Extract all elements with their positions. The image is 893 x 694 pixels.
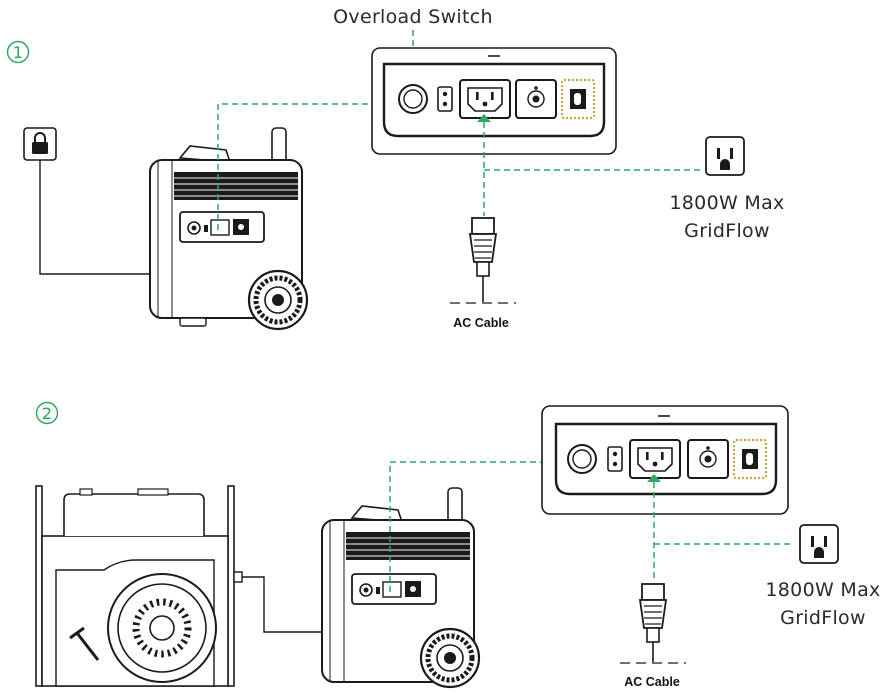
generator-icon (35, 485, 243, 687)
outlet-2-line1: 1800W Max (765, 579, 880, 601)
step-2-marker: 2 (35, 401, 59, 425)
wall-outlet-icon (705, 136, 745, 176)
grid-outlet-1: 1800W Max GridFlow (484, 136, 784, 242)
step-1-marker: 1 (6, 40, 30, 64)
wheel-1 (247, 269, 309, 331)
step-1-number: 1 (13, 43, 23, 62)
ac-plug-icon (468, 217, 498, 302)
power-station-2 (321, 487, 481, 689)
ac-cable-1: AC Cable (450, 122, 516, 330)
ac-cable-1-label: AC Cable (453, 316, 509, 330)
lock-icon (32, 132, 48, 154)
overload-switch-label: Overload Switch (333, 6, 493, 28)
ac-cable-2: AC Cable (620, 482, 686, 689)
grid-outlet-2: 1800W Max GridFlow (654, 524, 880, 629)
ac-plug-icon (638, 583, 668, 662)
wall-outlet-icon (799, 524, 839, 564)
outlet-1-line2: GridFlow (684, 220, 770, 242)
scene-2: 2 (35, 401, 880, 689)
outlet-1-line1: 1800W Max (669, 192, 784, 214)
scene-1: 1 Overload Switch (6, 6, 784, 331)
wheel-2 (419, 627, 481, 689)
detail-panel-2 (541, 405, 789, 515)
wall-socket-1 (23, 127, 57, 161)
power-station-1 (149, 127, 309, 331)
outlet-2-line2: GridFlow (780, 607, 866, 629)
ac-cable-2-label: AC Cable (624, 675, 680, 689)
detail-panel-1 (371, 47, 617, 155)
step-2-number: 2 (42, 404, 52, 423)
